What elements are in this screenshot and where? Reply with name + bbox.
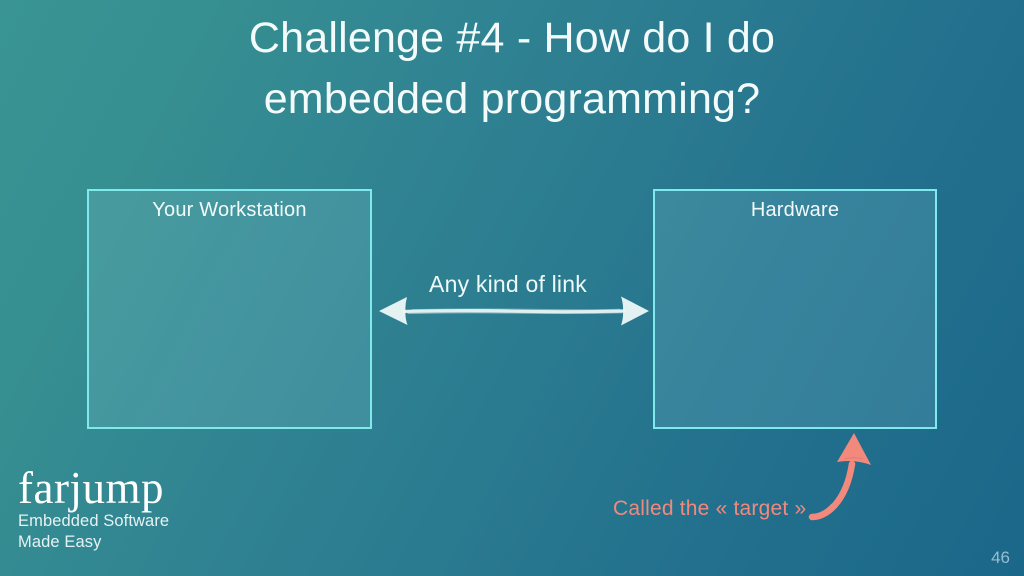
- diagram-box-workstation: Your Workstation: [87, 189, 372, 429]
- annotation-target-label: Called the « target »: [613, 497, 807, 520]
- brand-logo: farjump Embedded Software Made Easy: [18, 466, 318, 553]
- brand-wordmark: farjump: [18, 463, 164, 513]
- diagram-box-hardware-label: Hardware: [750, 199, 840, 221]
- connector-label: Any kind of link: [429, 271, 587, 297]
- brand-tagline-line1: Embedded Software: [18, 512, 170, 530]
- page-title: Challenge #4 - How do I do embedded prog…: [248, 14, 776, 123]
- diagram-box-workstation-label: Your Workstation: [152, 199, 307, 221]
- brand-tagline-line2: Made Easy: [18, 533, 102, 551]
- double-arrow-icon: [379, 296, 649, 326]
- page-number: 46: [991, 548, 1010, 567]
- curved-arrow-icon: [808, 433, 871, 521]
- diagram-box-hardware: Hardware: [653, 189, 937, 429]
